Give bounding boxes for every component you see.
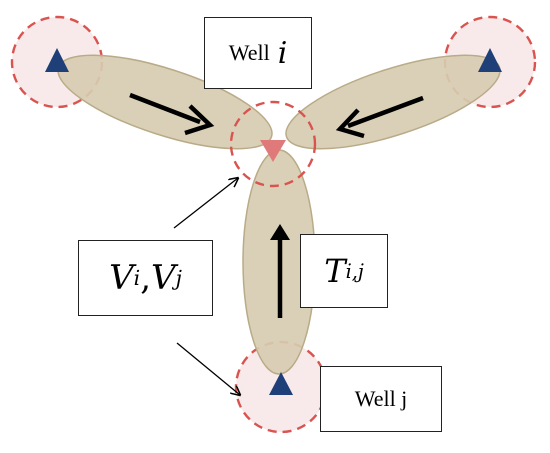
well-marker-top-left-icon <box>45 48 69 72</box>
label-volume-v2: V <box>151 258 176 298</box>
flow-arrow-right <box>335 95 424 139</box>
label-transfer-var: T <box>324 252 346 290</box>
label-transfer-sub: i,j <box>345 259 364 283</box>
label-volume-sub-i: i <box>133 266 141 290</box>
well-marker-top-right-icon <box>478 48 502 72</box>
label-well-i-var: i <box>277 35 288 71</box>
label-volume-sub-j: j <box>175 266 182 290</box>
label-volume-v1: V <box>109 258 134 298</box>
hub-circle <box>229 100 317 188</box>
hub-marker-icon <box>260 140 286 162</box>
pointer-arrow-lower <box>176 342 240 395</box>
label-well-j: Well j <box>320 366 442 432</box>
label-well-i: Well i <box>204 17 312 89</box>
flow-arrow-left <box>129 92 215 136</box>
label-well-j-text: Well j <box>354 386 408 411</box>
flow-arrow-up <box>270 224 290 318</box>
label-well-i-prefix: Well <box>228 40 270 65</box>
well-marker-bottom-icon <box>269 372 293 395</box>
label-volume-separator: , <box>140 258 151 298</box>
pointer-arrow-upper <box>173 178 238 229</box>
